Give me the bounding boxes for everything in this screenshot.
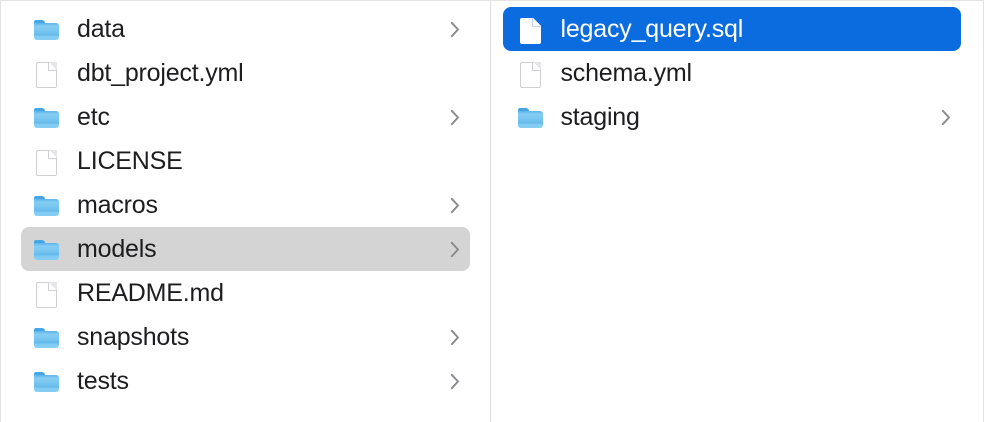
document-icon (33, 279, 59, 308)
file-row[interactable]: README.md (21, 271, 470, 315)
file-row[interactable]: tests (21, 359, 470, 403)
folder-icon (33, 15, 59, 43)
file-row[interactable]: macros (21, 183, 470, 227)
file-row-label: dbt_project.yml (77, 59, 244, 87)
file-row-label: legacy_query.sql (560, 15, 744, 43)
file-row-label: schema.yml (560, 59, 693, 87)
file-row-label: macros (77, 191, 158, 219)
chevron-right-icon[interactable] (450, 109, 460, 126)
folder-icon (517, 103, 543, 131)
file-row-label: etc (77, 103, 110, 131)
chevron-right-icon[interactable] (450, 197, 460, 214)
folder-icon (33, 103, 59, 131)
folder-icon (33, 367, 59, 395)
file-row-label: LICENSE (77, 147, 183, 175)
document-icon (33, 147, 59, 176)
file-row-label: tests (77, 367, 129, 395)
document-icon (517, 59, 543, 88)
chevron-right-icon[interactable] (450, 329, 460, 346)
file-row-label: data (77, 15, 125, 43)
file-row[interactable]: dbt_project.yml (21, 51, 470, 95)
file-row[interactable]: legacy_query.sql (502, 7, 961, 51)
chevron-right-icon[interactable] (450, 373, 460, 390)
folder-icon (33, 235, 59, 263)
file-row[interactable]: staging (503, 95, 962, 139)
folder-icon (33, 191, 59, 219)
file-row[interactable]: schema.yml (503, 51, 962, 95)
file-row[interactable]: LICENSE (21, 139, 470, 183)
file-row[interactable]: data (21, 7, 470, 51)
document-icon (517, 15, 543, 44)
file-row-label: staging (560, 103, 640, 131)
finder-column-child[interactable]: legacy_query.sql schema.yml staging (490, 1, 983, 422)
chevron-right-icon[interactable] (450, 21, 460, 38)
file-row-label: README.md (77, 279, 224, 307)
file-row[interactable]: models (21, 227, 470, 271)
folder-icon (33, 323, 59, 351)
chevron-right-icon[interactable] (941, 109, 951, 126)
document-icon (33, 59, 59, 88)
file-row[interactable]: snapshots (21, 315, 470, 359)
file-row[interactable]: etc (21, 95, 470, 139)
file-row-label: models (77, 235, 157, 263)
chevron-right-icon[interactable] (450, 241, 460, 258)
file-row-label: snapshots (77, 323, 190, 351)
